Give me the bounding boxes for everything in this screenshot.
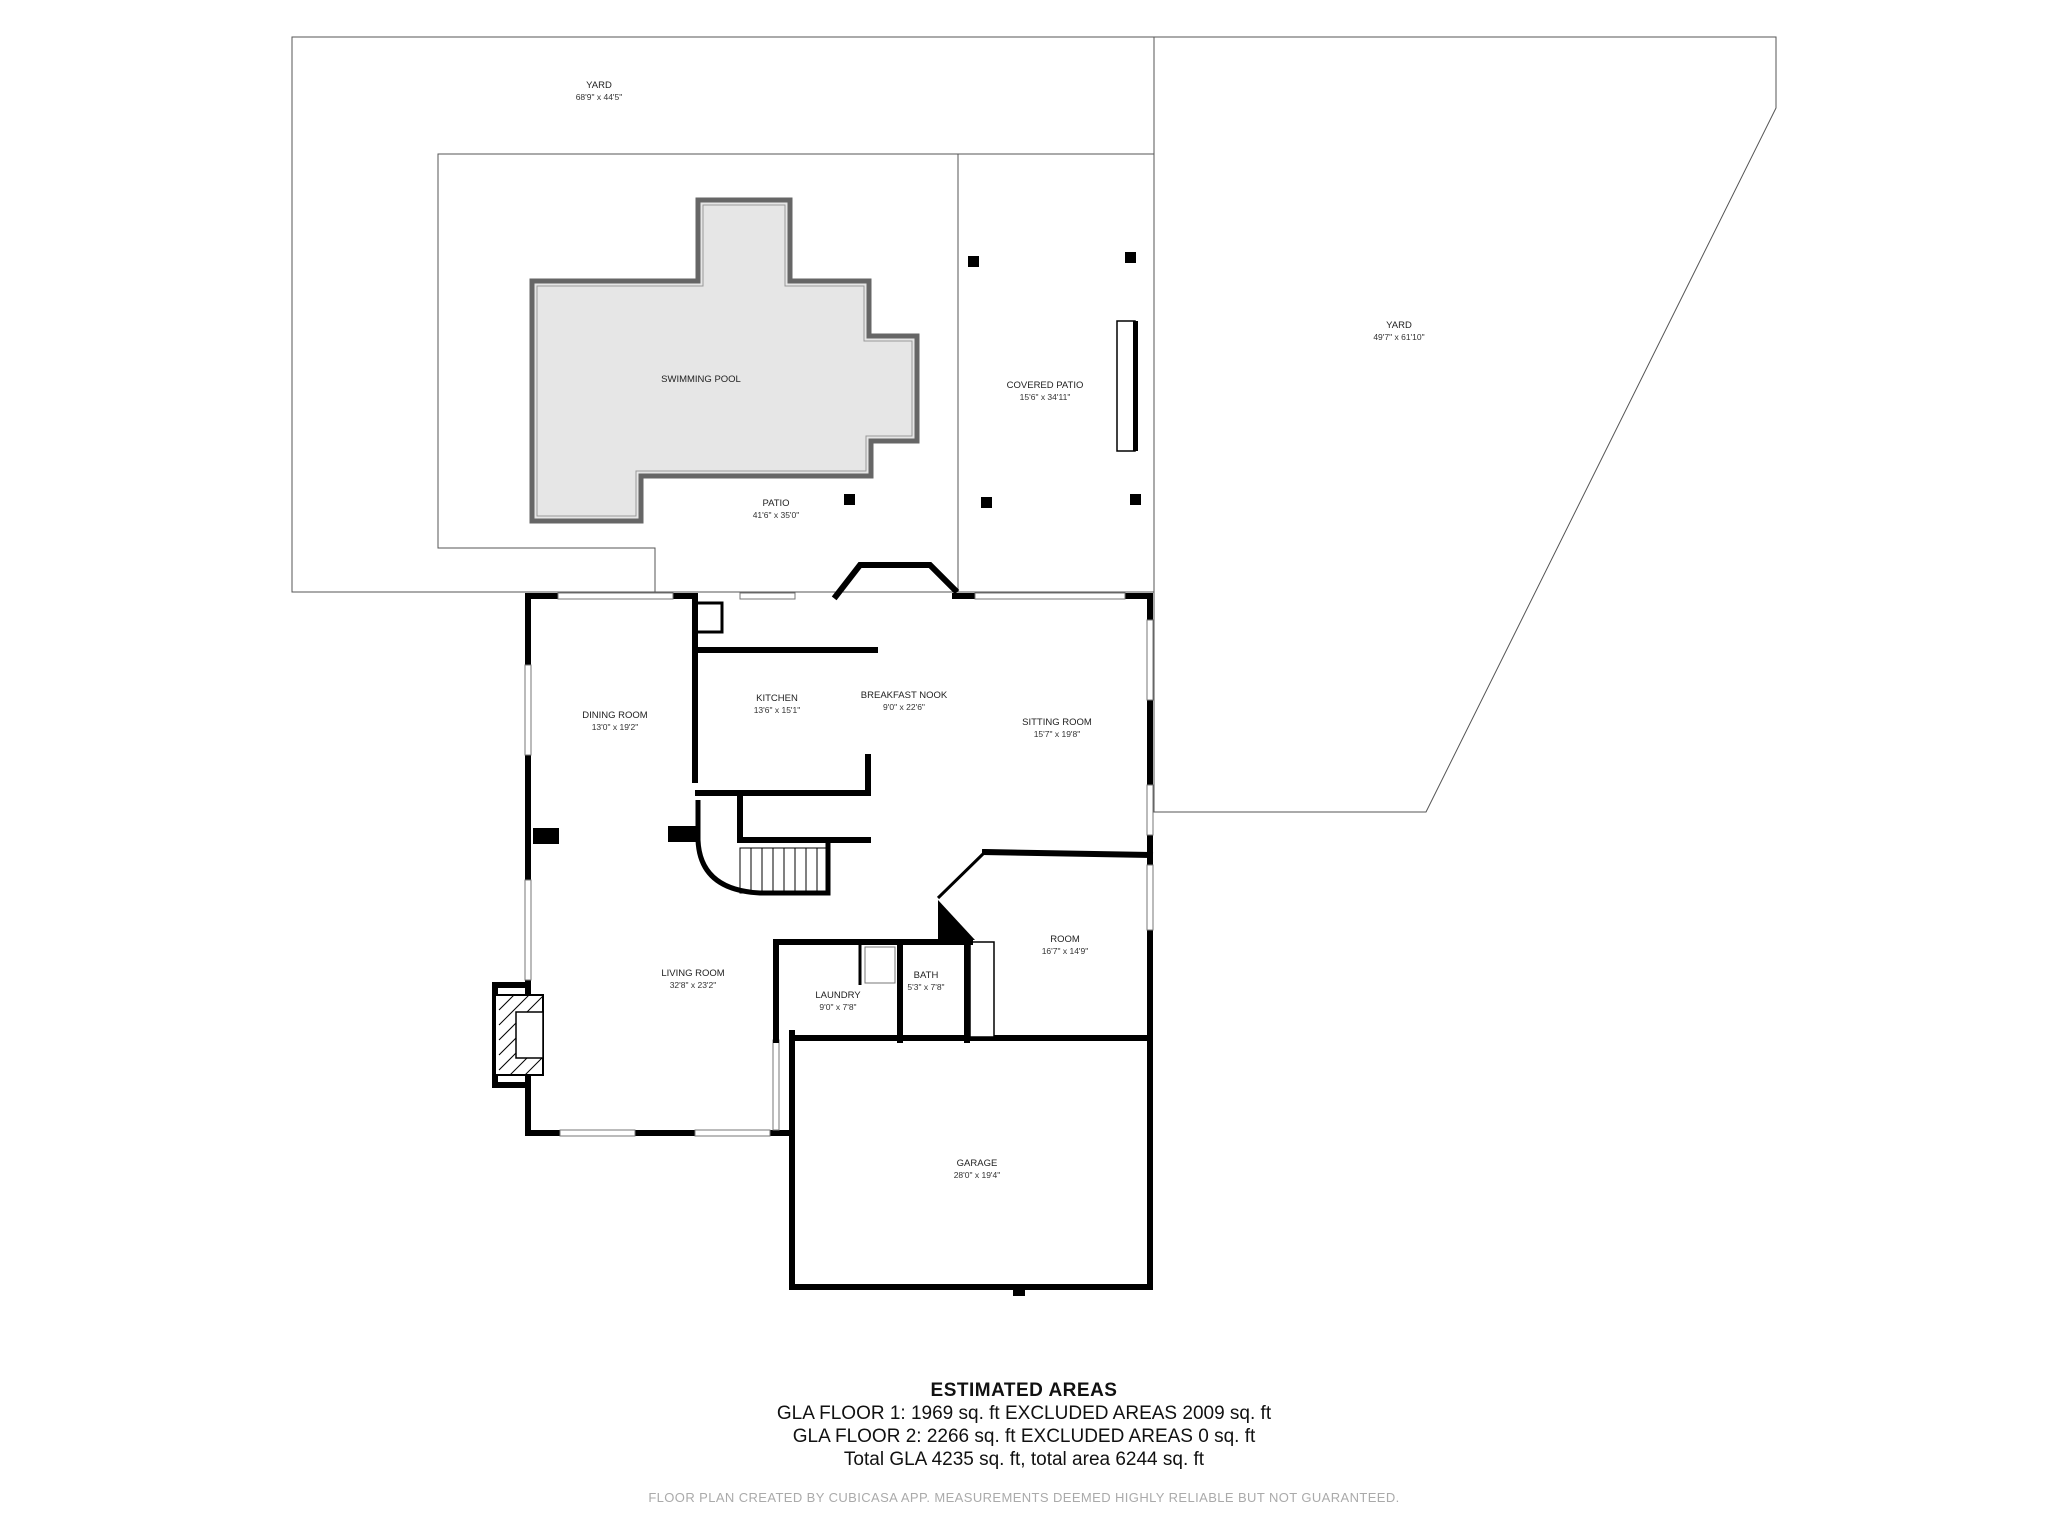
room-wall: [981, 848, 1154, 859]
stair-wall: [737, 790, 871, 843]
dims-room: 16'7" x 14'9": [1042, 946, 1089, 956]
patio-post: [1130, 494, 1141, 505]
label-patio: PATIO: [762, 498, 789, 509]
house-wall-bay: [831, 562, 960, 601]
window: [694, 1129, 771, 1137]
areas-total: Total GLA 4235 sq. ft, total area 6244 s…: [843, 1449, 1205, 1470]
dims-bath: 5'3" x 7'8": [907, 982, 944, 992]
label-dining-room: DINING ROOM: [582, 710, 648, 721]
label-room: ROOM: [1050, 934, 1080, 945]
dims-dining-room: 13'0" x 19'2": [592, 722, 639, 732]
areas-floor2: GLA FLOOR 2: 2266 sq. ft EXCLUDED AREAS …: [792, 1426, 1256, 1447]
label-living-room: LIVING ROOM: [661, 968, 724, 979]
patio-post: [1125, 252, 1136, 263]
dims-yard-left: 68'9" x 44'5": [576, 92, 623, 102]
laundry-wall: [773, 939, 973, 1043]
swimming-pool-shape: [529, 197, 920, 524]
dims-patio: 41'6" x 35'0": [753, 510, 800, 520]
window: [557, 592, 674, 600]
covered-patio-outline: [957, 153, 1155, 593]
room-wall: [936, 850, 987, 900]
garage-walls: [789, 1030, 1153, 1290]
window: [1146, 784, 1154, 836]
stair-curve: [695, 800, 831, 896]
dims-laundry: 9'0" x 7'8": [819, 1002, 856, 1012]
window: [1146, 619, 1154, 701]
window: [772, 1039, 780, 1131]
kitchen-counter-wall: [695, 754, 871, 796]
staircase: [739, 847, 829, 894]
dims-yard-right: 49'7" x 61'10": [1373, 332, 1424, 342]
dims-covered-patio: 15'6" x 34'11": [1020, 392, 1071, 402]
label-kitchen: KITCHEN: [756, 693, 798, 704]
disclaimer-footer: FLOOR PLAN CREATED BY CUBICASA APP. MEAS…: [648, 1490, 1400, 1505]
label-breakfast-nook: BREAKFAST NOOK: [861, 690, 948, 701]
patio-post: [981, 497, 992, 508]
dims-living-room: 32'8" x 23'2": [670, 980, 717, 990]
dims-kitchen: 13'6" x 15'1": [754, 705, 801, 715]
window: [1146, 864, 1154, 931]
window: [739, 592, 796, 600]
window: [559, 1129, 636, 1137]
areas-floor1: GLA FLOOR 1: 1969 sq. ft EXCLUDED AREAS …: [776, 1403, 1272, 1424]
label-yard-left: YARD: [586, 80, 612, 91]
grill-counter: [1116, 320, 1136, 452]
patio-post: [844, 494, 855, 505]
label-yard-right: YARD: [1386, 320, 1412, 331]
yard-right-area: [1153, 36, 1777, 813]
estimated-areas: ESTIMATED AREAS GLA FLOOR 1: 1969 sq. ft…: [0, 1380, 2048, 1471]
label-laundry: LAUNDRY: [815, 990, 861, 1001]
patio-post: [968, 256, 979, 267]
dims-breakfast-nook: 9'0" x 22'6": [883, 702, 925, 712]
label-bath: BATH: [914, 970, 939, 981]
dims-sitting-room: 15'7" x 19'8": [1034, 729, 1081, 739]
label-garage: GARAGE: [957, 1158, 998, 1169]
window: [524, 664, 532, 756]
label-swimming-pool: SWIMMING POOL: [661, 374, 741, 385]
areas-title: ESTIMATED AREAS: [930, 1380, 1118, 1401]
dims-garage: 28'0" x 19'4": [954, 1170, 1001, 1180]
label-sitting-room: SITTING ROOM: [1022, 717, 1092, 728]
interior-wall: [698, 601, 724, 634]
window: [974, 592, 1126, 600]
window: [524, 879, 532, 981]
label-covered-patio: COVERED PATIO: [1007, 380, 1084, 391]
